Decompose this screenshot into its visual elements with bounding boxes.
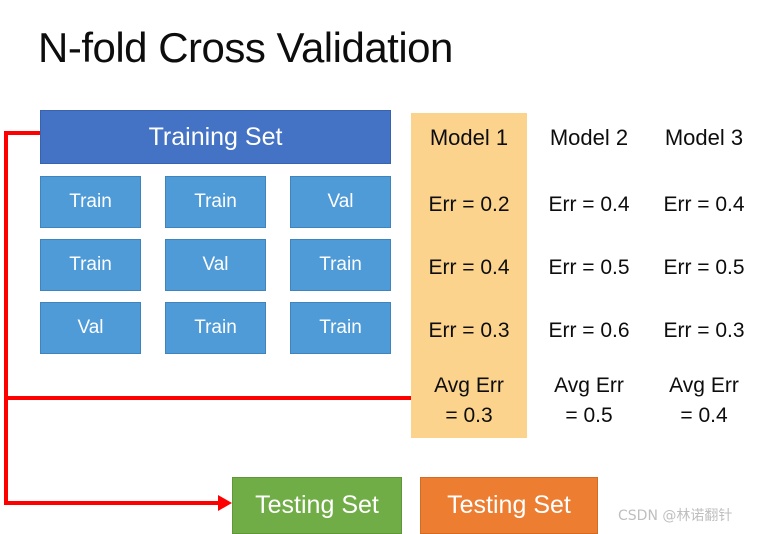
model-average-value: = 0.4 <box>680 404 728 427</box>
connector-line-mid-horizontal <box>4 396 412 400</box>
fold-cell: Val <box>165 239 266 291</box>
fold-cell: Val <box>40 302 141 354</box>
fold-cell: Train <box>290 302 391 354</box>
fold-row: Train Val Train <box>40 239 391 291</box>
model-average-error: Avg Err = 0.4 <box>646 371 762 431</box>
model-error-value: Err = 0.5 <box>548 256 630 279</box>
fold-grid: Train Train Val Train Val Train Val <box>40 176 391 354</box>
fold-cell-label: Val <box>77 317 104 338</box>
fold-cell-label: Train <box>69 254 112 275</box>
model-average-label: Avg Err <box>434 374 504 397</box>
model-error-value: Err = 0.2 <box>428 193 510 216</box>
testing-set-label: Testing Set <box>255 491 379 519</box>
model-average-value: = 0.5 <box>565 404 613 427</box>
model-column-1: Model 1 Err = 0.2 Err = 0.4 Err = 0.3 Av… <box>411 113 527 438</box>
model-error-value: Err = 0.3 <box>428 319 510 342</box>
page-title: N-fold Cross Validation <box>38 24 453 71</box>
fold-cell: Train <box>165 302 266 354</box>
training-set-label: Training Set <box>148 122 283 151</box>
connector-line-lower-vertical <box>4 396 8 503</box>
model-column-3: Model 3 Err = 0.4 Err = 0.5 Err = 0.3 Av… <box>646 113 762 438</box>
fold-cell-label: Val <box>202 254 229 275</box>
testing-set-box-green: Testing Set <box>232 477 402 534</box>
watermark-text: CSDN @林诺翻针 <box>618 508 733 524</box>
model-name-label: Model 1 <box>429 125 509 150</box>
connector-line-bottom-horizontal <box>4 501 222 505</box>
model-average-error: Avg Err = 0.3 <box>411 371 527 431</box>
model-error-value: Err = 0.4 <box>663 193 745 216</box>
model-name-label: Model 2 <box>549 125 629 150</box>
connector-line-top-horizontal <box>4 131 42 135</box>
model-error-value: Err = 0.6 <box>548 319 630 342</box>
model-1-highlight-band <box>411 113 527 438</box>
model-error-value: Err = 0.5 <box>663 256 745 279</box>
training-set-box: Training Set <box>40 110 391 164</box>
fold-cell-label: Val <box>327 191 354 212</box>
fold-row: Train Train Val <box>40 176 391 228</box>
model-average-label: Avg Err <box>669 374 739 397</box>
model-column-2: Model 2 Err = 0.4 Err = 0.5 Err = 0.6 Av… <box>531 113 647 438</box>
fold-cell: Train <box>40 239 141 291</box>
fold-cell: Train <box>165 176 266 228</box>
fold-row: Val Train Train <box>40 302 391 354</box>
fold-cell-label: Train <box>69 191 112 212</box>
fold-cell-label: Train <box>194 191 237 212</box>
model-average-label: Avg Err <box>554 374 624 397</box>
connector-arrow-icon <box>218 495 232 511</box>
fold-cell: Val <box>290 176 391 228</box>
model-average-error: Avg Err = 0.5 <box>531 371 647 431</box>
testing-set-label: Testing Set <box>447 491 571 519</box>
fold-cell: Train <box>40 176 141 228</box>
fold-cell-label: Train <box>319 317 362 338</box>
fold-cell: Train <box>290 239 391 291</box>
model-name-label: Model 3 <box>664 125 744 150</box>
model-error-value: Err = 0.3 <box>663 319 745 342</box>
model-error-value: Err = 0.4 <box>548 193 630 216</box>
fold-cell-label: Train <box>319 254 362 275</box>
fold-cell-label: Train <box>194 317 237 338</box>
connector-line-left-vertical <box>4 131 8 403</box>
testing-set-box-orange: Testing Set <box>420 477 598 534</box>
model-average-value: = 0.3 <box>445 404 493 427</box>
model-error-value: Err = 0.4 <box>428 256 510 279</box>
